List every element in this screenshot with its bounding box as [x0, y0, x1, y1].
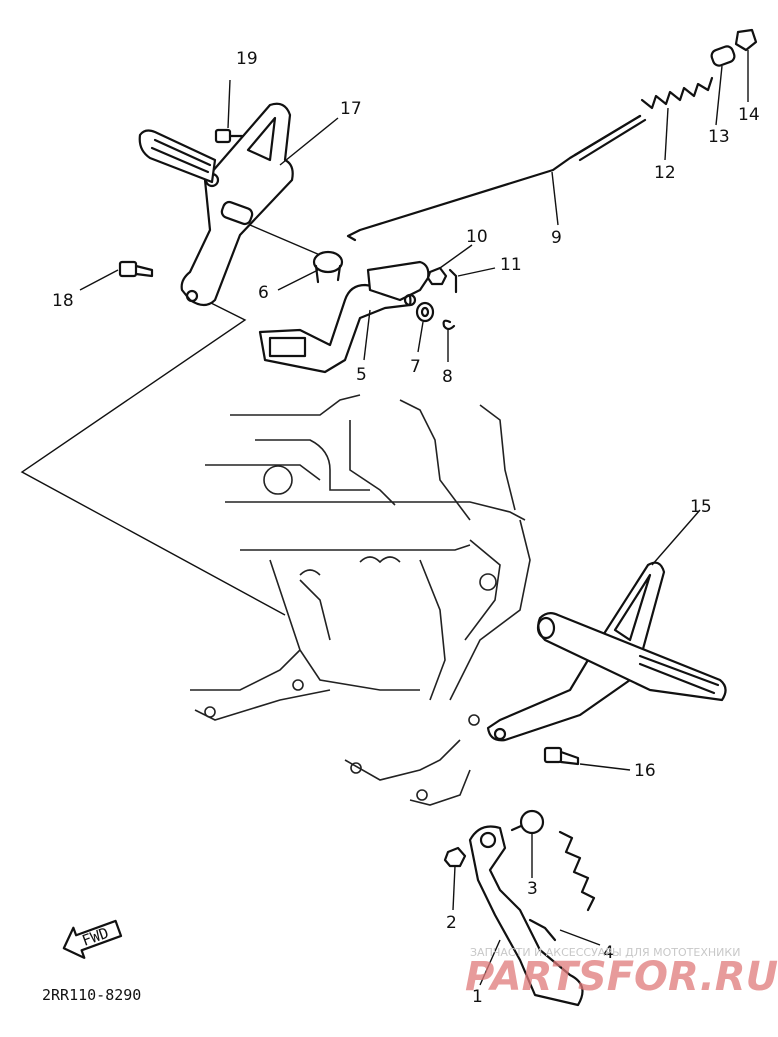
nut-10	[426, 266, 448, 286]
watermark-logo: PARTSFOR.RU	[465, 954, 778, 1000]
bolt-16	[543, 746, 580, 766]
pedal-5	[258, 260, 430, 374]
callout-11: 11	[500, 255, 522, 275]
nut-14	[734, 28, 758, 52]
callout-10: 10	[466, 227, 488, 247]
callout-labels: 19 17 18 6 5 7 8 10 11 9 12 13 14 15 16 …	[52, 49, 760, 1007]
callout-9: 9	[551, 228, 562, 248]
callout-7: 7	[410, 357, 421, 377]
spring-12	[640, 76, 714, 110]
right-footpeg	[536, 611, 727, 702]
nut-2	[443, 846, 467, 868]
callout-5: 5	[356, 365, 367, 385]
spring-4	[558, 830, 596, 912]
callout-8: 8	[442, 367, 453, 387]
spring-hook	[528, 918, 557, 942]
callout-19: 19	[236, 49, 258, 69]
bolt-3	[510, 809, 545, 835]
callout-6: 6	[258, 283, 269, 303]
fwd-arrow: FWD	[62, 919, 123, 959]
callout-17: 17	[340, 99, 362, 119]
pivot-shaft	[220, 200, 254, 226]
bushing-6	[312, 250, 344, 284]
fwd-label: FWD	[80, 924, 112, 950]
callout-12: 12	[654, 163, 676, 183]
frame-outline	[190, 394, 531, 806]
reference-line-shaft	[249, 224, 321, 256]
joint-13	[710, 45, 736, 67]
leader-lines	[79, 50, 749, 986]
callout-2: 2	[446, 913, 457, 933]
circlip-8	[442, 319, 456, 331]
left-footpeg	[138, 129, 217, 184]
callout-1: 1	[472, 987, 483, 1007]
callout-15: 15	[690, 497, 712, 517]
callout-18: 18	[52, 291, 74, 311]
callout-4: 4	[603, 943, 614, 963]
callout-13: 13	[708, 127, 730, 147]
washer-7	[415, 301, 435, 323]
rod-thread	[573, 114, 647, 162]
callout-14: 14	[738, 105, 760, 125]
bolt-19	[214, 128, 244, 144]
reference-line	[20, 299, 286, 616]
bolt-18	[118, 260, 154, 278]
sidestand-1	[468, 825, 584, 1007]
brake-rod-9	[346, 114, 642, 242]
watermark-tagline: ЗАПЧАСТИ И АКСЕССУАРЫ ДЛЯ МОТОТЕХНИКИ	[470, 946, 740, 959]
washer-7-hole	[420, 306, 430, 318]
cotter-pin-11	[448, 268, 458, 294]
callout-16: 16	[634, 761, 656, 781]
diagram-code: 2RR110-8290	[42, 986, 141, 1004]
watermark: ЗАПЧАСТИ И АКСЕССУАРЫ ДЛЯ МОТОТЕХНИКИ PA…	[465, 946, 778, 1000]
callout-3: 3	[527, 879, 538, 899]
